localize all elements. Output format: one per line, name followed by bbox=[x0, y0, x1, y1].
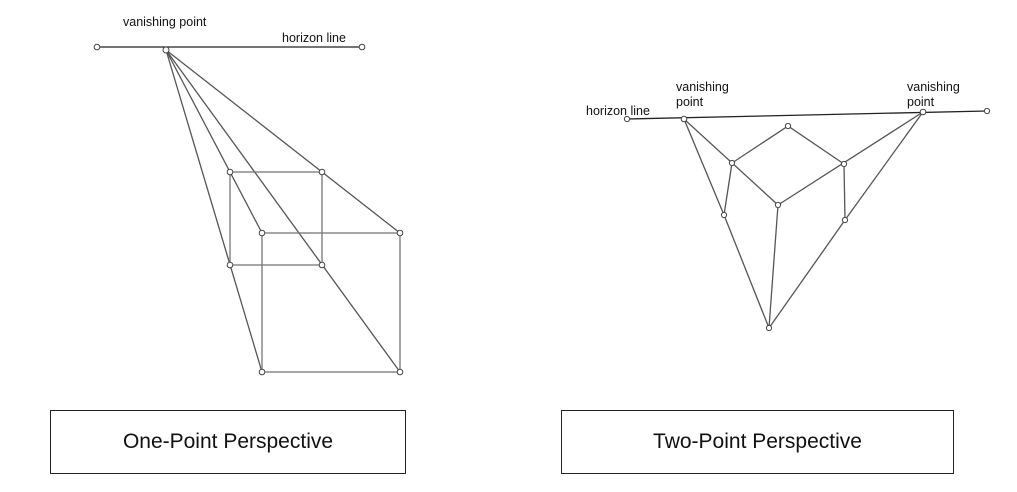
one-point-caption: One-Point Perspective bbox=[50, 410, 406, 474]
right-vp-label: vanishing point bbox=[907, 80, 960, 110]
right-vp-label-line2: point bbox=[907, 95, 935, 109]
two-point-caption: Two-Point Perspective bbox=[561, 410, 954, 474]
vp-ray bbox=[165, 49, 401, 234]
left-vp-label-line1: vanishing bbox=[676, 80, 729, 94]
one-point-drawing bbox=[93, 43, 404, 376]
left-vp-label-line2: point bbox=[676, 95, 704, 109]
two-point-drawing bbox=[623, 107, 991, 332]
vp-ray bbox=[165, 49, 263, 373]
vanishing-point-label: vanishing point bbox=[123, 15, 207, 29]
horizon-line-label-2: horizon line bbox=[586, 104, 650, 118]
horizon-line-label: horizon line bbox=[282, 31, 346, 45]
vp-ray bbox=[165, 49, 263, 234]
front-face bbox=[261, 232, 401, 373]
vp-ray bbox=[165, 49, 401, 373]
back-face bbox=[229, 171, 323, 266]
right-vp-label-line1: vanishing bbox=[907, 80, 960, 94]
left-vp-label: vanishing point bbox=[676, 80, 729, 110]
